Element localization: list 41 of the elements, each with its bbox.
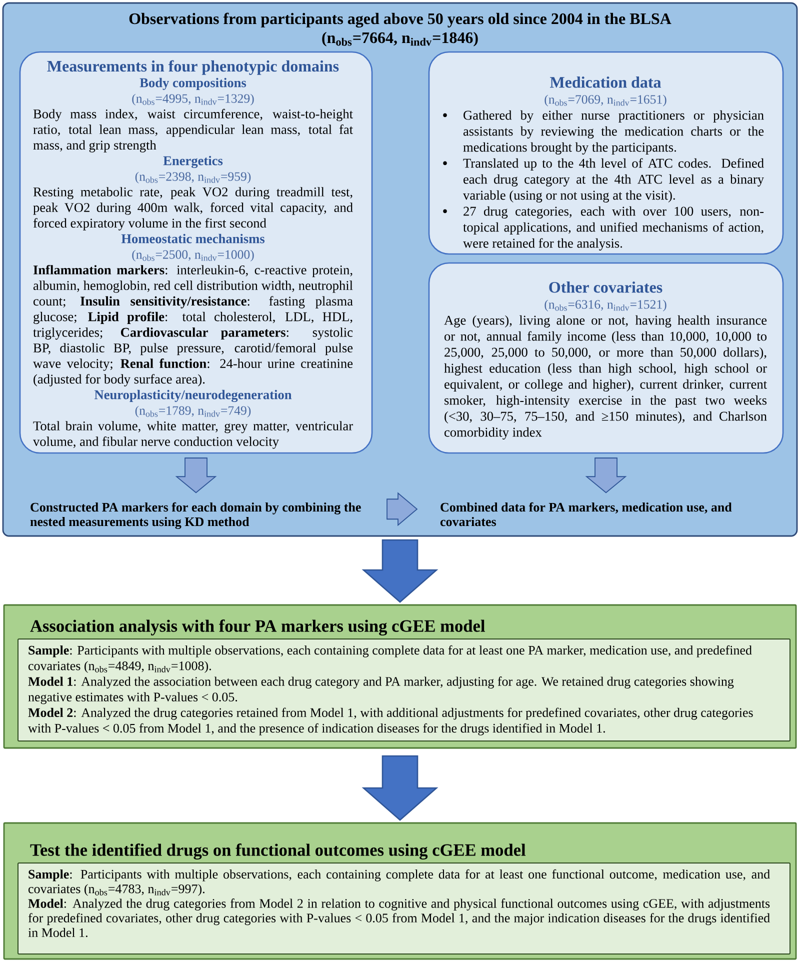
sample-size-label: (n$_{obs}$=6316, n$_{indv}$=1521)	[544, 300, 666, 312]
sample-size-label: (n$_{obs}$=2500, n$_{indv}$=1000)	[132, 250, 254, 262]
paragraph: Model: Analyzed the drug categories from Model 2 in relation to cognitive and physical functional outcomes using cGEE, with adjustments for predefined covariates, other drug categories with P-values < 0.05 from Model 1, and the major indication diseases for the drugs identified in Model 1.	[28, 898, 770, 938]
block-arrow	[175, 458, 217, 494]
step-text: Constructed PA markers for each domain by combining the nested measurements using KD method	[30, 502, 361, 529]
block-arrow	[386, 492, 418, 526]
paragraph: Inflammation markers: interleukin-6, c-reactive protein, albumin, hemoglobin, red cell distribution width, neutrophil count; Insulin sensitivity/resistance: fasting plasma glucose; Lipid profile: total cholesterol, LDL, HDL, triglycerides; Cardiovascular parameters: systolic BP, diastolic BP, pulse pressure, carotid/femoral pulse wave velocity; Renal function: 24-hour urine creatinine (adjusted for body surface area).	[33, 264, 353, 386]
paragraph: Sample: Participants with multiple observations, each containing complete data for at least one PA marker, medication use, and predefined covariates (n$_{obs}$=4849, n$_{indv}$=1008).	[28, 645, 752, 673]
block-arrow	[362, 539, 438, 603]
paragraph: Body mass index, waist circumference, waist-to-height ratio, total lean mass, appendicular lean mass, total fat mass, and grip strength	[33, 108, 353, 152]
subheading: Homeostatic mechanisms	[121, 234, 265, 244]
panel-heading: Other covariates	[549, 282, 662, 293]
sample-size-label: (n$_{obs}$=2398, n$_{indv}$=959)	[135, 172, 251, 184]
bullet-text: Translated up to the 4th level of ATC codes. Defined each drug category at the 4th ATC level as a binary variable (using or not using at the visit).	[463, 158, 764, 202]
paragraph: Total brain volume, white matter, grey matter, ventricular volume, and fibular nerve conduction velocity	[33, 421, 353, 449]
rounded-panel	[428, 51, 784, 255]
subheading: Energetics	[163, 156, 223, 168]
sample-size-label: (n$_{obs}$=4995, n$_{indv}$=1329)	[132, 94, 254, 106]
block-arrow	[585, 458, 627, 494]
text-box	[18, 862, 790, 954]
sample-size-label: (n$_{obs}$=1789, n$_{indv}$=749)	[135, 406, 251, 418]
panel-title: Observations from participants aged above 50 years old since 2004 in the BLSA (n$_{obs}$=7664, n$_{indv}$=1846)	[129, 12, 672, 46]
subheading: Body compositions	[140, 78, 246, 90]
step-text: Combined data for PA markers, medication use, and covariates	[440, 502, 732, 526]
paragraph: Model 2: Analyzed the drug categories retained from Model 1, with additional adjustments for predefined covariates, other drug categories with P-values < 0.05 from Model 1, and the presence of indication diseases for the drugs identified in Model 1.	[28, 708, 753, 736]
paragraph: Age (years), living alone or not, having health insurance or not, annual family income (less than 10,000, 10,000 to 25,000, 25,000 to 50,000, or more than 50,000 dollars), highest education (less than high school, high school or equivalent, or college and higher), current drinker, current smoker, high-intensity exercise in the past two weeks (<30, 30–75, 75–150, and ≥150 minutes), and Charlson comorbidity index	[444, 315, 767, 440]
bullet-text: Gathered by either nurse practitioners or physician assistants by reviewing the medication charts or the medications brought by the participants.	[463, 110, 764, 154]
block-arrow	[362, 755, 438, 821]
bullet-text: 27 drug categories, each with over 100 users, non-topical applications, and unified mechanisms of action, were retained for the analysis.	[463, 206, 764, 250]
text-box	[18, 638, 790, 742]
paragraph: Model 1: Analyzed the association between each drug category and PA marker, adjusting for age. We retained drug categories showing negative estimates with P-values < 0.05.	[28, 676, 734, 704]
sample-size-label: (n$_{obs}$=7069, n$_{indv}$=1651)	[544, 94, 666, 106]
rounded-panel	[19, 51, 373, 454]
paragraph: Sample: Participants with multiple observations, each containing complete data for at least one functional outcome, medication use, and covariates (n$_{obs}$=4783, n$_{indv}$=997).	[28, 869, 770, 896]
panel-heading: Medication data	[550, 76, 662, 88]
rounded-panel	[428, 262, 784, 454]
paragraph: Resting metabolic rate, peak VO2 during treadmill test, peak VO2 during 400m walk, forced vital capacity, and forced expiratory volume in the first second	[33, 187, 353, 230]
subheading: Neuroplasticity/neurodegeneration	[94, 390, 292, 402]
panel-heading: Measurements in four phenotypic domains	[47, 60, 339, 75]
section-heading: Test the identified drugs on functional outcomes using cGEE model	[30, 844, 526, 860]
section-heading: Association analysis with four PA markers using cGEE model	[30, 620, 485, 636]
